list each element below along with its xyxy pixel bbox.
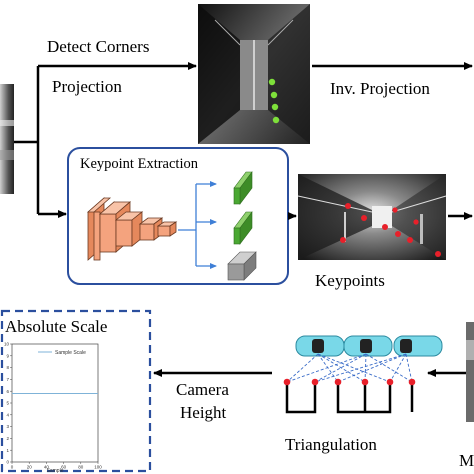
label-camera: Camera — [176, 380, 229, 399]
x-tick-label: 0 — [11, 465, 14, 470]
x-tick-label: 80 — [78, 465, 84, 470]
ray-lines — [286, 353, 413, 383]
input-image — [0, 84, 14, 194]
corner-dots — [268, 78, 280, 124]
plot-frame — [11, 343, 99, 463]
head-green-2 — [233, 211, 253, 245]
label-height: Height — [180, 403, 227, 422]
x-tick-label: 60 — [61, 465, 67, 470]
branch-lines — [14, 62, 197, 218]
y-tick-label: 0 — [6, 460, 9, 465]
x-tick-label: 100 — [94, 465, 102, 470]
sample-scale-plot: 0 1 2 3 4 5 6 7 8 9 10 0 20 40 60 80 100 Sample Scale S… — [4, 342, 102, 474]
keypoints-image — [297, 174, 447, 260]
projection-image — [198, 4, 310, 144]
y-tick-label: 4 — [6, 412, 9, 417]
triangulated-points — [283, 378, 416, 386]
head-branches — [178, 181, 217, 269]
legend-label: Sample Scale — [55, 350, 86, 356]
cnn-backbone — [86, 197, 178, 261]
label-projection: Projection — [52, 77, 122, 96]
car-2 — [343, 335, 393, 357]
label-absolute-scale: Absolute Scale — [5, 317, 107, 336]
head-green-1 — [233, 171, 253, 205]
label-cut-right: M — [459, 451, 474, 470]
y-tick-label: 6 — [6, 389, 9, 394]
y-tick-label: 10 — [4, 342, 10, 347]
car-1 — [295, 335, 345, 357]
y-tick-label: 7 — [6, 377, 9, 382]
right-edge-image — [466, 322, 474, 422]
label-keypoint-extraction: Keypoint Extraction — [80, 156, 199, 172]
label-inv-projection: Inv. Projection — [330, 79, 430, 98]
y-tick-label: 5 — [6, 401, 9, 406]
x-tick-label: 20 — [27, 465, 33, 470]
triangulation-sketch — [283, 335, 443, 414]
y-tick-label: 9 — [6, 353, 9, 358]
car-3 — [393, 335, 443, 357]
y-tick-label: 8 — [6, 365, 9, 370]
keypoint-dots — [340, 203, 441, 257]
x-tick-label: 40 — [44, 465, 50, 470]
label-detect-corners: Detect Corners — [47, 37, 149, 56]
plot-xlabel: Sample — [47, 468, 64, 474]
y-tick-label: 3 — [6, 424, 9, 429]
head-grey — [227, 251, 257, 281]
label-keypoints: Keypoints — [315, 271, 385, 290]
y-tick-label: 2 — [6, 436, 9, 441]
label-triangulation: Triangulation — [285, 435, 377, 454]
ground-structure — [285, 382, 414, 414]
y-tick-label: 1 — [6, 448, 9, 453]
